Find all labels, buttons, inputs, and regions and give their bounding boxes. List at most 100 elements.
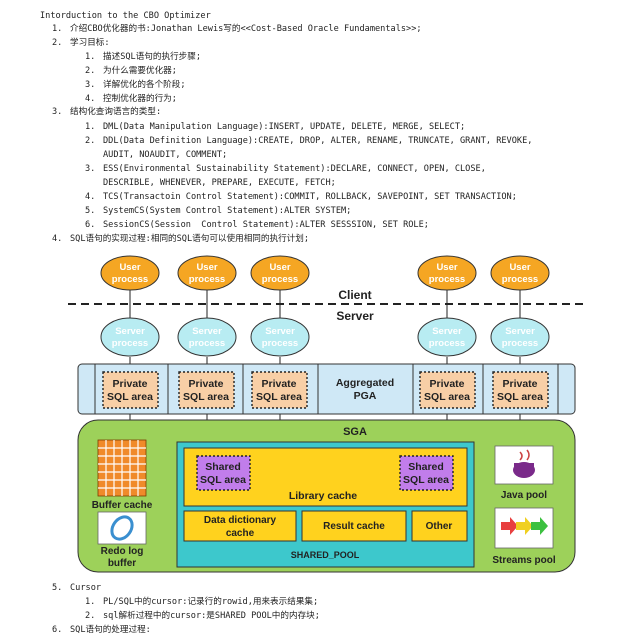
- svg-text:SQL area: SQL area: [256, 391, 302, 403]
- svg-text:Server: Server: [192, 326, 222, 337]
- svg-text:process: process: [112, 274, 148, 285]
- user-process-1: [100, 255, 160, 291]
- server-process-2: [177, 317, 237, 357]
- svg-text:process: process: [429, 274, 465, 285]
- item-text: DML(Data Manipulation Language):INSERT, …: [103, 122, 466, 132]
- shared-sql-area-1: [196, 455, 251, 491]
- list-subitem: 5. SystemCS(System Control Statement):ALT…: [85, 205, 351, 217]
- item-number: 2.: [52, 38, 63, 48]
- server-process-5: [490, 317, 550, 357]
- java-pool-label: Java pool: [501, 490, 547, 501]
- item-number: 2.: [85, 136, 96, 146]
- svg-text:Other: Other: [426, 521, 453, 532]
- svg-text:User: User: [509, 262, 530, 273]
- java-pool-icon: [494, 445, 554, 485]
- redo-log-label: Redo log: [101, 546, 144, 557]
- aggregated-pga-label: Aggregated: [336, 377, 394, 389]
- item-text: 介绍CBO优化器的书:Jonathan Lewis写的<<Cost-Based …: [70, 24, 422, 34]
- list-subitem: 3.ESS(Environmental Sustainability State…: [85, 163, 486, 175]
- item-number: 2.: [85, 611, 96, 621]
- private-sql-area-2: [178, 371, 235, 409]
- user-processes: [100, 255, 550, 291]
- list-subitem: 1. PL/SQL中的cursor:记录行的rowid,用来表示结果集;: [85, 596, 318, 608]
- item-text: SQL语句的实现过程:相同的SQL语句可以使用相同的执行计划;: [70, 234, 310, 244]
- svg-text:Server: Server: [432, 326, 462, 337]
- private-sql-area-4: [419, 371, 476, 409]
- user-process-5: [490, 255, 550, 291]
- svg-text:Private: Private: [429, 378, 464, 390]
- sga-region: [77, 419, 576, 573]
- item-number: 5.: [52, 583, 63, 593]
- item-text: SystemCS(System Control Statement):ALTER…: [103, 206, 352, 216]
- list-subitem: 6.SessionCS(Session Control Statement):A…: [85, 219, 429, 231]
- svg-text:buffer: buffer: [108, 558, 136, 569]
- item-text: sql解析过程中的cursor:是SHARED POOL中的内存块;: [103, 611, 320, 621]
- svg-text:Private: Private: [502, 378, 537, 390]
- list-subitem: 2. sql解析过程中的cursor:是SHARED POOL中的内存块;: [85, 610, 320, 622]
- svg-text:process: process: [429, 338, 465, 349]
- item-text: AUDIT, NOAUDIT, COMMENT;: [103, 150, 228, 160]
- item-number: 4.: [85, 192, 96, 202]
- list-subitem-cont: AUDIT, NOAUDIT, COMMENT;: [103, 149, 227, 161]
- item-number: 5.: [85, 206, 96, 216]
- svg-text:User: User: [269, 262, 290, 273]
- svg-text:Shared: Shared: [205, 461, 241, 473]
- item-number: 1.: [85, 597, 96, 607]
- item-number: 4.: [52, 234, 63, 244]
- item-number: 1.: [52, 24, 63, 34]
- list-subitem: 3. 详解优化的各个阶段;: [85, 79, 186, 91]
- list-item-2: 2. 学习目标:: [52, 37, 110, 49]
- server-process-3: [250, 317, 310, 357]
- list-item-3: 3.结构化查询语言的类型:: [52, 106, 161, 118]
- svg-text:process: process: [189, 274, 225, 285]
- list-item-4: 4. SQL语句的实现过程:相同的SQL语句可以使用相同的执行计划;: [52, 233, 309, 245]
- item-number: 3.: [85, 80, 96, 90]
- data-dictionary-cache: [183, 510, 297, 542]
- svg-text:Private: Private: [112, 378, 147, 390]
- library-cache: [183, 447, 468, 507]
- item-number: 1.: [85, 52, 96, 62]
- private-sql-area-1: [102, 371, 159, 409]
- svg-text:cache: cache: [226, 528, 255, 539]
- list-subitem: 4.控制优化器的行为;: [85, 93, 177, 105]
- svg-text:Private: Private: [188, 378, 223, 390]
- item-text: 学习目标:: [70, 38, 110, 48]
- list-subitem-cont: DESCRIBLE, WHENEVER, PREPARE, EXECUTE, F…: [103, 177, 336, 189]
- client-label: Client: [338, 288, 371, 302]
- item-text: 为什么需要优化器;: [103, 66, 177, 76]
- shared-pool-label: SHARED_POOL: [291, 550, 360, 560]
- shared-pool: [176, 441, 475, 568]
- streams-pool-label: Streams pool: [492, 555, 556, 566]
- private-sql-area-5: [492, 371, 549, 409]
- list-subitem: 2.DDL(Data Definition Language):CREATE, …: [85, 135, 532, 147]
- buffer-cache-icon: [97, 439, 147, 497]
- server-process-4: [417, 317, 477, 357]
- user-process-4: [417, 255, 477, 291]
- svg-text:User: User: [119, 262, 140, 273]
- svg-text:process: process: [262, 338, 298, 349]
- item-text: TCS(Transactoin Control Statement):COMMI…: [103, 192, 517, 202]
- svg-text:SQL area: SQL area: [183, 391, 229, 403]
- item-number: 1.: [85, 122, 96, 132]
- item-text: Cursor: [70, 583, 102, 593]
- redo-log-icon: [97, 511, 147, 545]
- svg-text:Server: Server: [265, 326, 295, 337]
- item-number: 3.: [85, 164, 96, 174]
- item-text: SessionCS(Session Control Statement):ALT…: [103, 220, 429, 230]
- svg-text:process: process: [112, 338, 148, 349]
- svg-text:User: User: [196, 262, 217, 273]
- svg-text:SQL area: SQL area: [107, 391, 153, 403]
- buffer-cache-label: Buffer cache: [92, 500, 153, 511]
- other-box: [411, 510, 468, 542]
- svg-text:User: User: [436, 262, 457, 273]
- item-text: 详解优化的各个阶段;: [103, 80, 186, 90]
- private-sql-area-3: [251, 371, 308, 409]
- svg-text:SQL area: SQL area: [497, 391, 543, 403]
- item-text: 描述SQL语句的执行步骤;: [103, 52, 202, 62]
- svg-text:Result cache: Result cache: [323, 521, 385, 532]
- svg-text:process: process: [189, 338, 225, 349]
- svg-text:Server: Server: [505, 326, 535, 337]
- doc-title: Intorduction to the CBO Optimizer: [40, 11, 211, 21]
- item-text: PL/SQL中的cursor:记录行的rowid,用来表示结果集;: [103, 597, 319, 607]
- user-process-3: [250, 255, 310, 291]
